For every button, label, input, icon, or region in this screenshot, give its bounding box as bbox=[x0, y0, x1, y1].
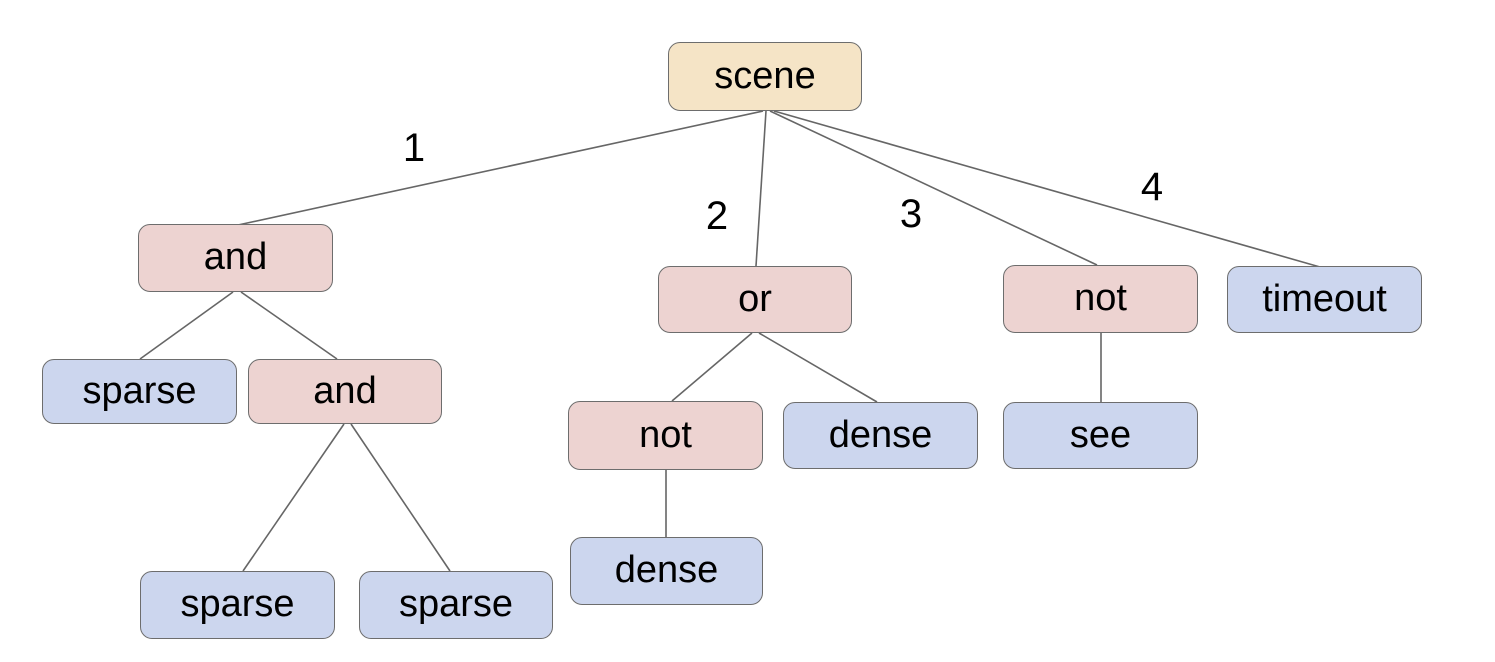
edge-or-not bbox=[671, 332, 753, 402]
edge-scene-and bbox=[237, 110, 764, 226]
node-sparse-2: sparse bbox=[140, 571, 335, 639]
edge-scene-or bbox=[755, 110, 767, 267]
node-not-2: not bbox=[568, 401, 763, 470]
node-sparse-3: sparse bbox=[359, 571, 553, 639]
node-and-1: and bbox=[138, 224, 333, 292]
edge-and2-sparse3 bbox=[350, 423, 451, 572]
node-dense-2: dense bbox=[570, 537, 763, 605]
edge-or-dense bbox=[758, 332, 878, 403]
node-and-2: and bbox=[248, 359, 442, 424]
edge-scene-not bbox=[769, 110, 1098, 266]
edge-and2-sparse2 bbox=[242, 423, 345, 572]
node-scene: scene bbox=[668, 42, 862, 111]
edge-and-sparse bbox=[139, 291, 234, 360]
node-timeout: timeout bbox=[1227, 266, 1422, 333]
edge-label-1: 1 bbox=[402, 126, 426, 170]
node-see: see bbox=[1003, 402, 1198, 469]
node-or: or bbox=[658, 266, 852, 333]
edge-label-3: 3 bbox=[899, 192, 923, 236]
node-dense-1: dense bbox=[783, 402, 978, 469]
node-sparse-1: sparse bbox=[42, 359, 237, 424]
edge-label-2: 2 bbox=[705, 194, 729, 238]
node-not-1: not bbox=[1003, 265, 1198, 333]
edge-scene-timeout bbox=[773, 110, 1321, 268]
edge-label-4: 4 bbox=[1140, 165, 1164, 209]
edge-and-and bbox=[240, 291, 338, 360]
